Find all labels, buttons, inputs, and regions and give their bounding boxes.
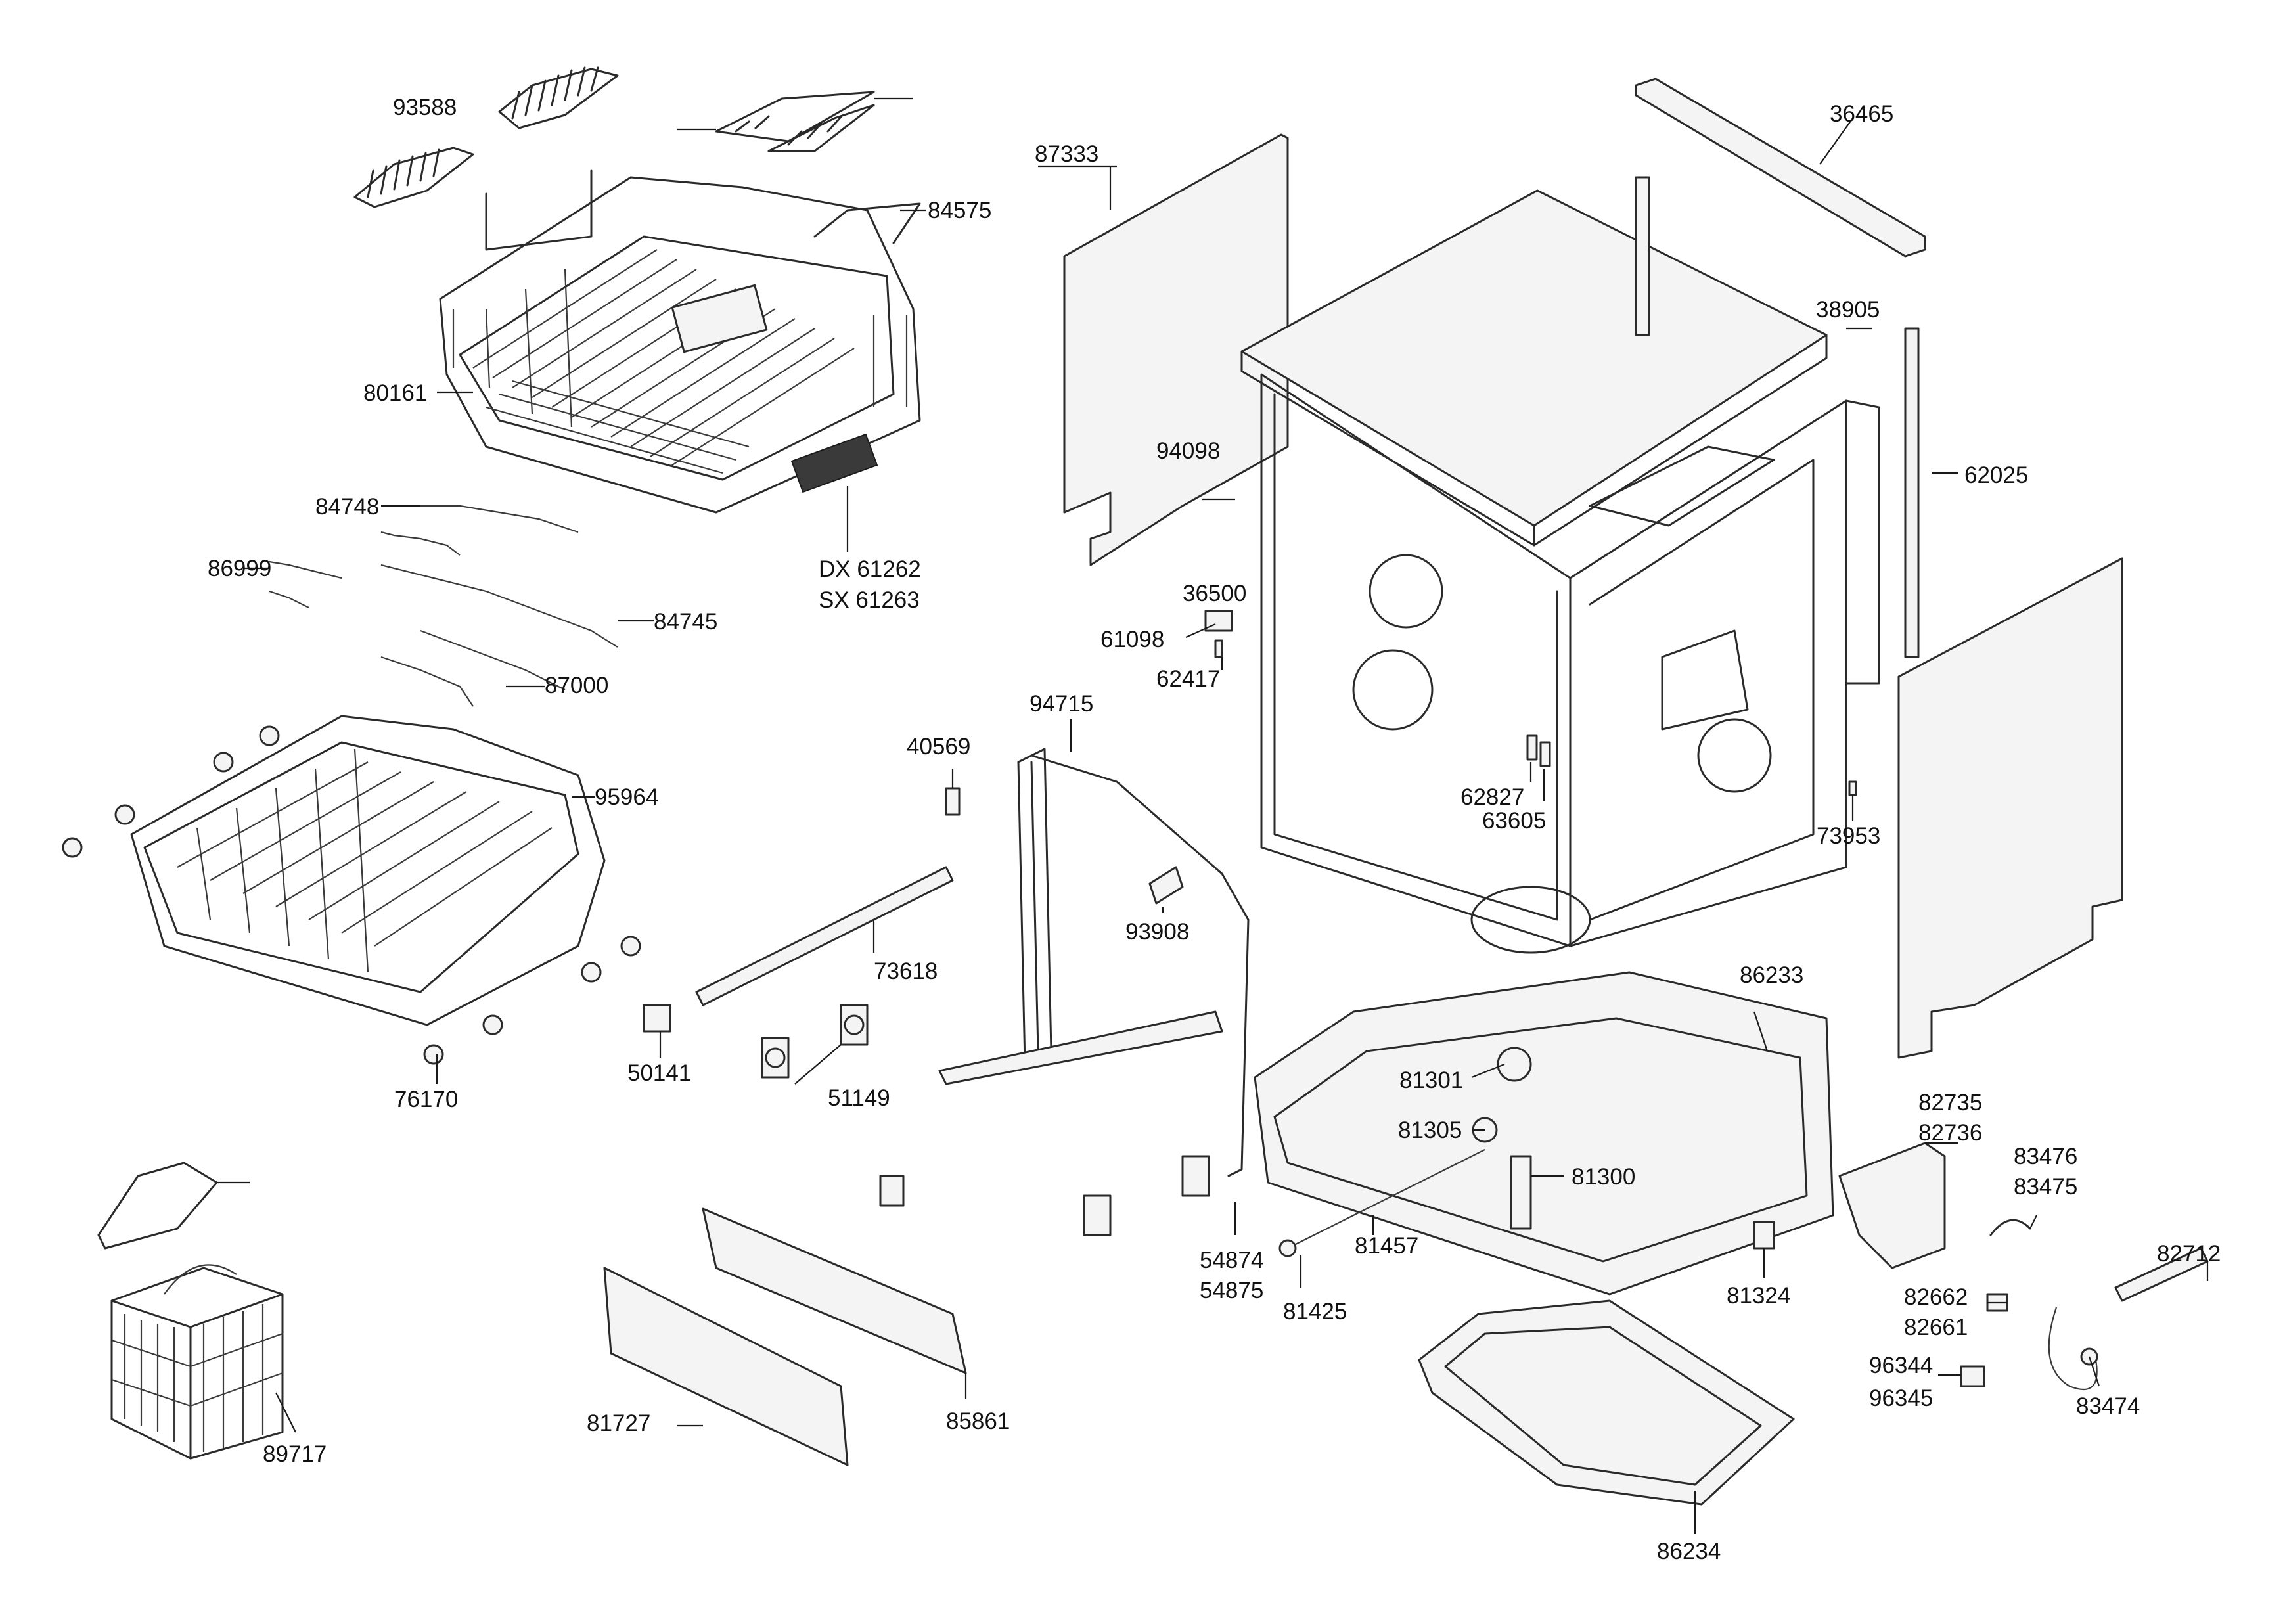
toe-kick-panel: [603, 1207, 967, 1466]
callout-82735: 82735: [1918, 1090, 1982, 1116]
callout-81300: 81300: [1572, 1164, 1635, 1190]
tub-fasteners: [1526, 734, 1857, 821]
cutlery-basket-and-handle: [97, 1162, 296, 1460]
callout-94098: 94098: [1156, 438, 1220, 464]
callout-62025: 62025: [1964, 462, 2028, 488]
callout-93588: 93588: [393, 95, 457, 120]
callout-95964: 95964: [595, 784, 658, 810]
callout-76170: 76170: [394, 1087, 458, 1112]
callout-82712: 82712: [2157, 1241, 2221, 1267]
callout-82736: 82736: [1918, 1120, 1982, 1146]
basket-rails: [243, 505, 654, 707]
callout-87000: 87000: [545, 673, 608, 698]
inlet-hose: [1278, 1149, 1485, 1288]
callout-96344: 96344: [1869, 1353, 1933, 1378]
callout-54875: 54875: [1200, 1278, 1263, 1303]
callout-38905: 38905: [1816, 297, 1880, 323]
base-sump-assembly: [1254, 971, 1834, 1296]
callout-36465: 36465: [1830, 101, 1893, 127]
callout-87333: 87333: [1035, 141, 1098, 167]
callout-sx-61263: SX 61263: [819, 587, 920, 613]
side-panel-right: [1897, 557, 2123, 1059]
side-panel-left: [1038, 133, 1289, 566]
callout-62417: 62417: [1156, 666, 1220, 692]
callout-36500: 36500: [1183, 581, 1246, 606]
door-hinge-parts: [643, 1004, 1236, 1236]
callout-81425: 81425: [1283, 1299, 1347, 1324]
top-frame-and-struts: [1635, 78, 1958, 658]
callout-83476: 83476: [2014, 1144, 2077, 1169]
callout-80161: 80161: [363, 380, 427, 406]
callout-54874: 54874: [1200, 1248, 1263, 1273]
callout-81324: 81324: [1727, 1283, 1790, 1309]
callout-96345: 96345: [1869, 1386, 1933, 1411]
callout-89717: 89717: [263, 1441, 327, 1467]
callout-dx-61262: DX 61262: [819, 556, 921, 582]
callout-51149: 51149: [828, 1085, 890, 1111]
callout-84745: 84745: [654, 609, 717, 635]
callout-86234: 86234: [1657, 1539, 1721, 1564]
callout-40569: 40569: [907, 734, 970, 759]
callout-50141: 50141: [627, 1060, 691, 1086]
callout-84575: 84575: [928, 198, 991, 223]
callout-82662: 82662: [1904, 1284, 1968, 1310]
upper-basket: [437, 169, 926, 552]
hinge-and-spring-parts: [1838, 1142, 2209, 1390]
callout-83475: 83475: [2014, 1174, 2077, 1200]
callout-labels: 93588 84575 80161 84748 86999 84745 8700…: [208, 95, 2221, 1564]
callout-81457: 81457: [1355, 1233, 1418, 1259]
callout-86999: 86999: [208, 556, 271, 581]
callout-63605: 63605: [1482, 808, 1546, 834]
callout-83474: 83474: [2076, 1393, 2140, 1419]
callout-94715: 94715: [1029, 691, 1093, 717]
callout-84748: 84748: [315, 494, 379, 520]
callout-85861: 85861: [946, 1409, 1010, 1434]
callout-73953: 73953: [1817, 823, 1880, 849]
callout-82661: 82661: [1904, 1315, 1968, 1340]
lower-basket: [62, 715, 641, 1084]
callout-61098: 61098: [1100, 627, 1164, 652]
callout-73618: 73618: [874, 959, 938, 984]
drawer-rails: [695, 769, 1223, 1085]
cutlery-shelf-parts: [353, 66, 913, 208]
callout-81305: 81305: [1398, 1117, 1462, 1143]
callout-86233: 86233: [1740, 962, 1803, 988]
callout-62827: 62827: [1460, 784, 1524, 810]
callout-93908: 93908: [1125, 919, 1189, 945]
callout-81301: 81301: [1399, 1068, 1463, 1093]
base-pan: [1418, 1299, 1795, 1534]
callout-81727: 81727: [587, 1410, 650, 1436]
dishwasher-tub: [1240, 189, 1880, 954]
